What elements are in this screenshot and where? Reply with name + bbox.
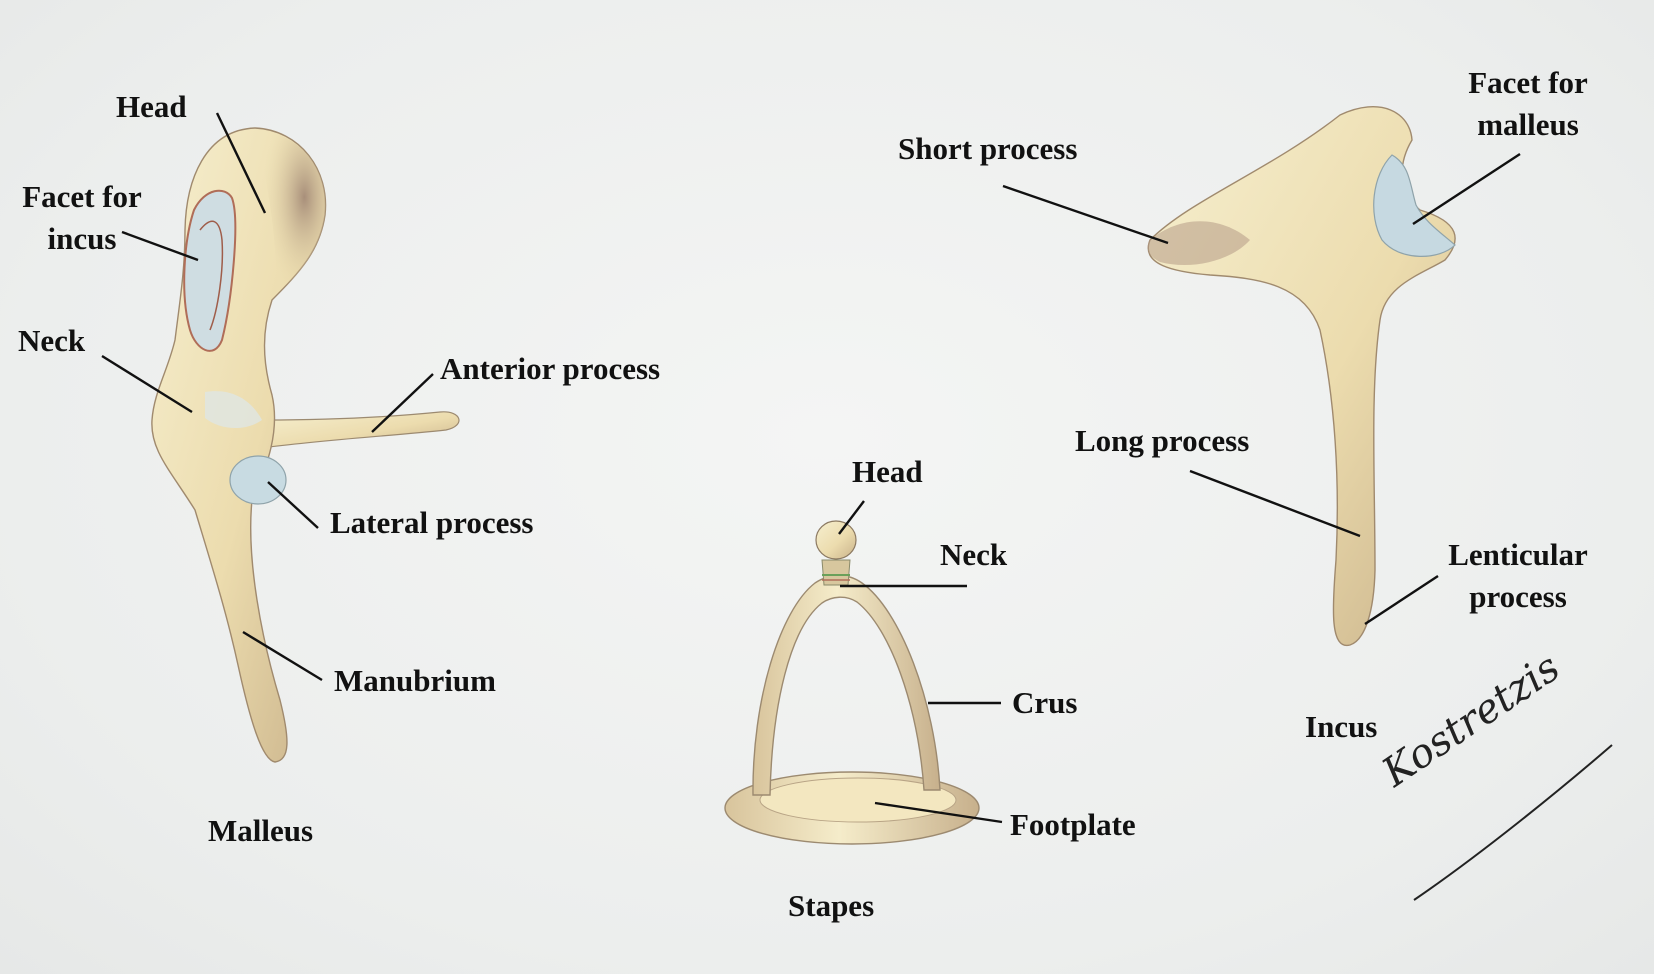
long-process-label: Long process bbox=[1075, 423, 1250, 458]
incus-facet-label-line1: Facet for bbox=[1468, 65, 1588, 100]
leader-stapes-head bbox=[838, 500, 865, 535]
leader-lateral-process bbox=[267, 481, 319, 529]
leader-lines bbox=[101, 112, 1613, 901]
malleus-head-label: Head bbox=[116, 89, 187, 124]
short-process-label: Short process bbox=[898, 131, 1078, 166]
leader-malleus-head bbox=[215, 112, 267, 214]
leader-lenticular bbox=[1364, 574, 1439, 626]
lenticular-process-label: Lenticular process bbox=[1430, 534, 1606, 618]
malleus-facet-label-line2: incus bbox=[47, 221, 117, 256]
stapes-head-label: Head bbox=[852, 454, 923, 489]
incus-facet-label-line2: malleus bbox=[1477, 107, 1579, 142]
lenticular-label-line1: Lenticular bbox=[1448, 537, 1588, 572]
manubrium-label: Manubrium bbox=[334, 663, 496, 698]
crus-label: Crus bbox=[1012, 685, 1078, 720]
malleus-title: Malleus bbox=[208, 813, 314, 848]
incus-bone bbox=[1147, 106, 1456, 646]
malleus-neck-label: Neck bbox=[18, 323, 86, 358]
anterior-process-label: Anterior process bbox=[440, 351, 661, 386]
malleus-facet-label: Facet for incus bbox=[8, 176, 156, 260]
leader-anterior-process bbox=[371, 373, 434, 433]
signature-underline bbox=[1413, 744, 1613, 901]
lenticular-label-line2: process bbox=[1469, 579, 1567, 614]
incus-facet-label: Facet for malleus bbox=[1452, 62, 1604, 146]
incus-title: Incus bbox=[1305, 709, 1378, 744]
malleus-bone bbox=[151, 127, 460, 763]
leader-malleus-facet bbox=[121, 230, 199, 262]
stapes-bone bbox=[724, 520, 980, 845]
leader-long-process bbox=[1189, 469, 1361, 538]
stapes-neck-label: Neck bbox=[940, 537, 1008, 572]
leader-short-process bbox=[1002, 184, 1169, 245]
lateral-process-label: Lateral process bbox=[330, 505, 534, 540]
leader-incus-facet bbox=[1412, 152, 1521, 226]
leader-footplate bbox=[874, 801, 1003, 824]
stapes-title: Stapes bbox=[788, 888, 875, 923]
footplate-label: Footplate bbox=[1010, 807, 1136, 842]
malleus-facet-label-line1: Facet for bbox=[22, 179, 142, 214]
leader-malleus-neck bbox=[101, 354, 193, 414]
leader-manubrium bbox=[242, 630, 323, 682]
